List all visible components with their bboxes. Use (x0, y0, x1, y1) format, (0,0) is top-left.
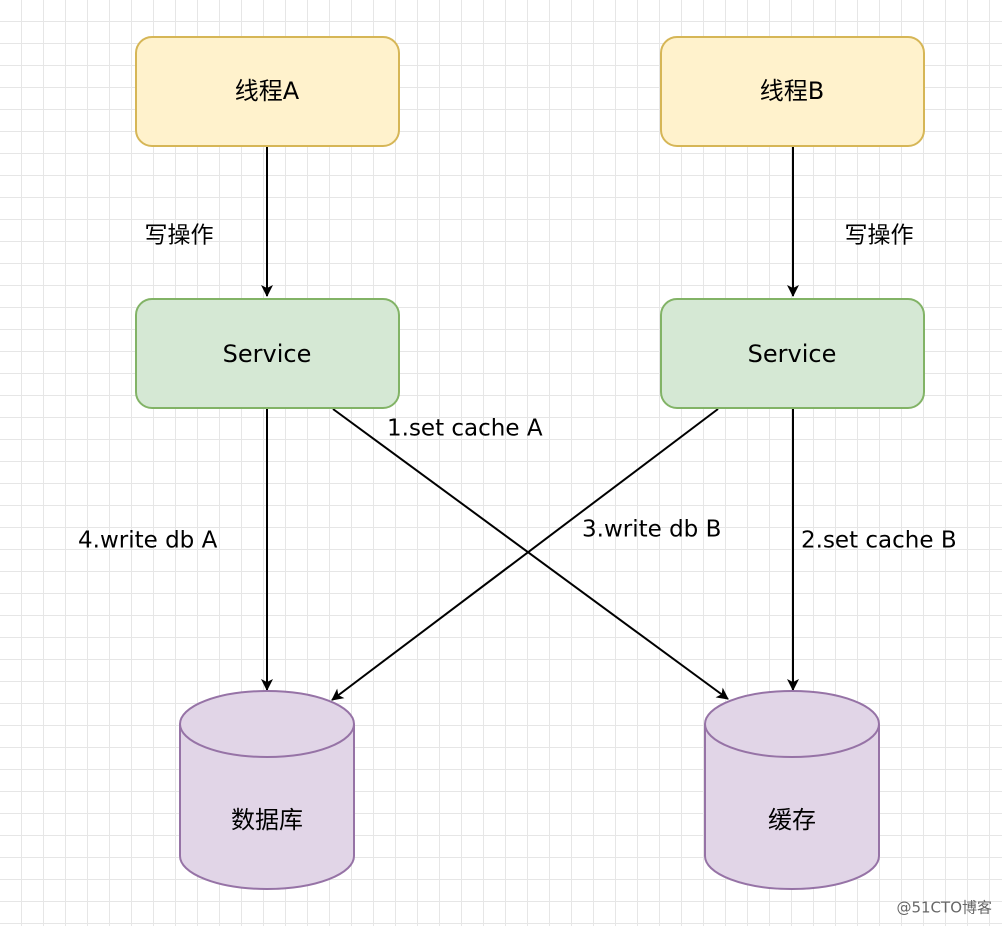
node-cache: 缓存 (704, 690, 880, 890)
edges (261, 147, 799, 701)
thread-a-box (135, 36, 400, 147)
node-service-a: Service (135, 298, 400, 409)
edge-label-write-db-b: 3.write db B (582, 517, 721, 543)
edge-label-set-cache-a: 1.set cache A (387, 416, 543, 442)
thread-b-box (660, 36, 925, 147)
database-cylinder-top (179, 690, 355, 758)
edge-label-write-db-a: 4.write db A (78, 528, 218, 554)
cache-cylinder-body (704, 724, 880, 890)
edge-label-write-op-a: 写操作 (145, 223, 214, 249)
thread-a-label: 线程A (235, 77, 300, 105)
database-cylinder-body (179, 724, 355, 890)
node-service-b: Service (660, 298, 925, 409)
cache-cylinder-top (704, 690, 880, 758)
database-label: 数据库 (231, 806, 303, 834)
node-thread-a: 线程A (135, 36, 400, 147)
watermark-text: @51CTO博客 (896, 899, 992, 917)
service-b-label: Service (748, 340, 837, 368)
edge-service-b-to-database (331, 408, 719, 701)
node-thread-b: 线程B (660, 36, 925, 147)
service-a-box (135, 298, 400, 409)
thread-b-label: 线程B (760, 77, 824, 105)
edge-service-a-to-cache (332, 408, 729, 700)
cache-label: 缓存 (768, 806, 816, 834)
edge-label-write-op-b: 写操作 (845, 223, 914, 249)
service-b-box (660, 298, 925, 409)
service-a-label: Service (223, 340, 312, 368)
edge-label-set-cache-b: 2.set cache B (801, 528, 957, 554)
node-database: 数据库 (179, 690, 355, 890)
